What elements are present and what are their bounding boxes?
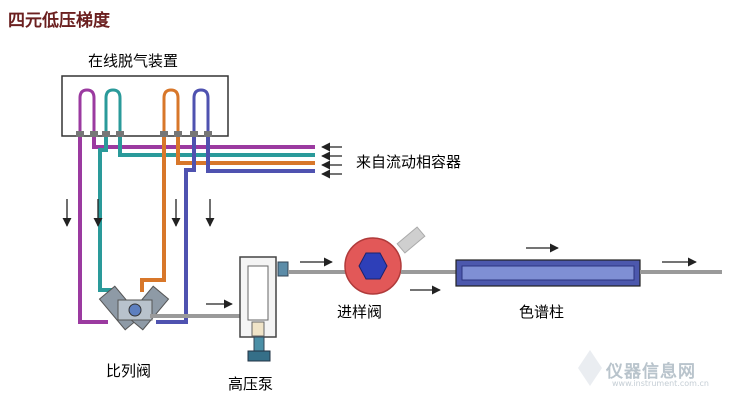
degasser-fittings [76, 131, 212, 137]
chromatography-column [455, 259, 641, 287]
watermark-url: www.instrument.com.cn [612, 379, 709, 388]
degasser-label: 在线脱气装置 [88, 52, 179, 70]
diagram-title: 四元低压梯度 [8, 11, 110, 31]
injection-valve-label: 进样阀 [337, 303, 383, 321]
degasser-coils [78, 88, 210, 133]
pump-body [239, 256, 289, 362]
inlet-arrows [321, 142, 342, 179]
solvent-inlet-lines [92, 137, 315, 173]
degasser-unit [61, 75, 229, 137]
valve-feed-lines [78, 137, 196, 324]
watermark-text: 仪器信息网 [606, 362, 696, 382]
solvent-source-label: 来自流动相容器 [356, 153, 462, 171]
proportioning-valve-label: 比列阀 [106, 362, 152, 380]
downflow-arrows [62, 199, 215, 227]
watermark-logo [578, 350, 602, 386]
proportioning-valve [98, 285, 170, 331]
pump-label: 高压泵 [228, 375, 274, 393]
column-label: 色谱柱 [519, 303, 565, 321]
injection-valve [344, 226, 426, 295]
